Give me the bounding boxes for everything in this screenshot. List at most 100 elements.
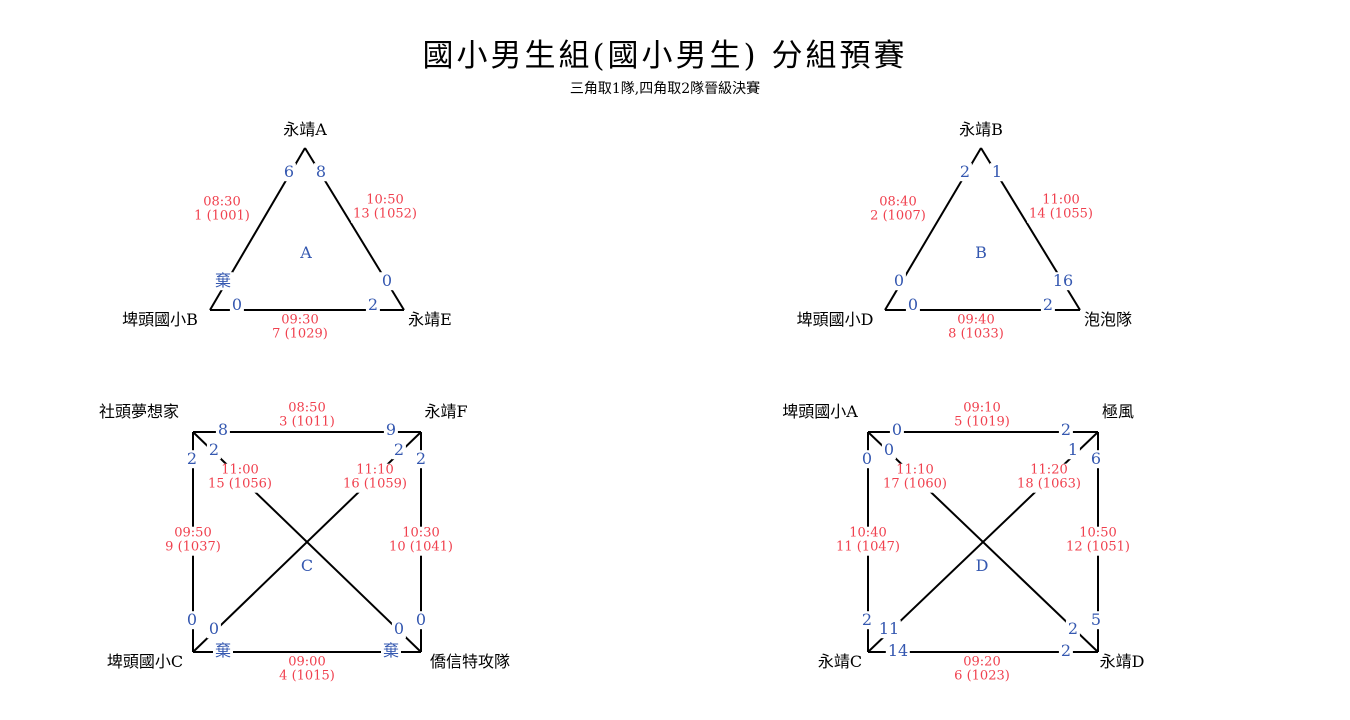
match-time: 10:40 [849,525,887,541]
score: 2 [206,440,222,460]
match-time: 11:10 [356,462,394,478]
match-time: 11:10 [896,462,934,478]
group-label: B [975,243,987,263]
score: 棄 [380,641,402,661]
team-name: 社頭夢想家 [98,402,180,422]
score: 2 [413,449,429,469]
score: 2 [1065,619,1081,639]
match-time: 08:30 [203,194,241,210]
score: 14 [885,641,911,661]
match-number: 15 (1056) [208,477,272,492]
match-number: 18 (1063) [1017,477,1081,492]
match-time: 09:20 [963,654,1001,670]
score: 5 [1088,610,1104,630]
score: 0 [859,449,875,469]
match-time: 09:30 [281,312,319,328]
team-name: 僑信特攻隊 [429,652,511,672]
match-number: 5 (1019) [954,415,1010,430]
score: 1 [1065,440,1081,460]
match-number: 14 (1055) [1029,207,1093,222]
score: 2 [184,449,200,469]
team-name: 永靖F [424,402,468,422]
match-number: 12 (1051) [1066,540,1130,555]
match-number: 9 (1037) [165,540,221,555]
match-time: 11:00 [1042,192,1080,208]
score: 8 [313,162,329,182]
match-time: 11:00 [221,462,259,478]
match-time: 09:40 [957,312,995,328]
match-number: 11 (1047) [836,540,900,555]
score: 0 [206,619,222,639]
score: 0 [229,295,245,315]
team-name: 埤頭國小C [106,652,184,672]
team-name: 永靖C [817,652,863,672]
score: 8 [215,420,231,440]
match-number: 13 (1052) [353,207,417,222]
score: 棄 [212,641,234,661]
score: 棄 [212,271,234,291]
score: 0 [379,271,395,291]
match-time: 10:50 [1079,525,1117,541]
score: 9 [383,420,399,440]
page-subtitle: 三角取1隊,四角取2隊晉級決賽 [569,81,761,97]
score: 2 [1058,420,1074,440]
score: 2 [365,295,381,315]
score: 0 [184,610,200,630]
score: 6 [281,162,297,182]
match-number: 10 (1041) [389,540,453,555]
team-name: 極風 [1101,402,1135,422]
team-name: 泡泡隊 [1083,310,1133,330]
group-label: D [975,556,989,576]
match-number: 7 (1029) [272,327,328,342]
page-title: 國小男生組(國小男生) 分組預賽 [422,38,908,74]
score: 2 [1040,295,1056,315]
match-number: 17 (1060) [883,477,947,492]
team-name: 埤頭國小A [782,402,858,422]
score: 0 [391,619,407,639]
match-number: 16 (1059) [343,477,407,492]
score: 2 [1058,641,1074,661]
team-name: 永靖D [1099,652,1145,672]
score: 6 [1088,449,1104,469]
match-number: 3 (1011) [279,415,335,430]
team-name: 永靖E [408,310,452,330]
match-time: 10:50 [366,192,404,208]
match-time: 10:30 [402,525,440,541]
score: 0 [891,271,907,291]
score: 2 [859,610,875,630]
score: 2 [957,162,973,182]
match-number: 4 (1015) [279,669,335,684]
score: 0 [881,440,897,460]
match-time: 09:50 [174,525,212,541]
score: 11 [876,619,902,639]
match-time: 11:20 [1030,462,1068,478]
match-number: 6 (1023) [954,669,1010,684]
group-label: C [300,556,314,576]
team-name: 埤頭國小D [796,310,874,330]
score: 0 [905,295,921,315]
team-name: 永靖A [283,120,327,140]
match-time: 09:00 [288,654,326,670]
score: 16 [1050,271,1076,291]
score: 0 [413,610,429,630]
match-time: 08:40 [879,194,917,210]
match-time: 09:10 [963,400,1001,416]
team-name: 永靖B [959,120,1003,140]
